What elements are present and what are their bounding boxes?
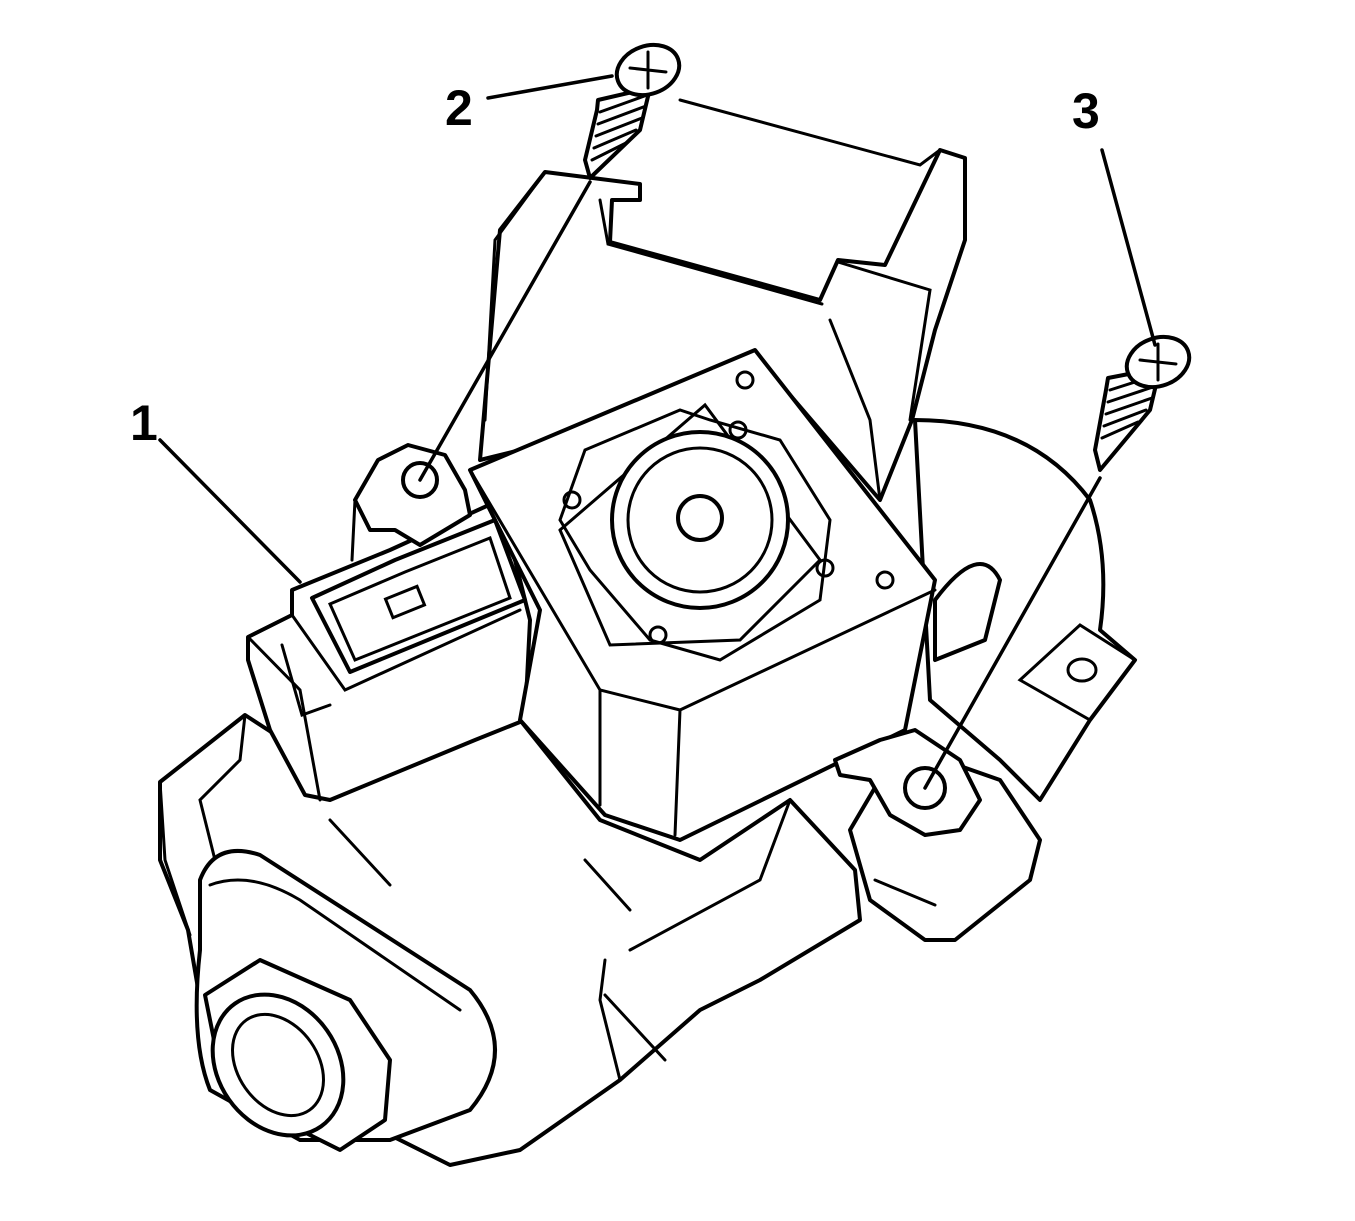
alignment-line-upper: [418, 180, 592, 482]
callout-1: 1: [130, 395, 158, 451]
upper-screw: [583, 42, 682, 180]
leader-line-3: [1100, 148, 1157, 347]
cover-block: [468, 348, 937, 842]
lock-cylinder: [194, 848, 497, 1152]
callout-3: 3: [1072, 83, 1100, 139]
alignment-line-lower: [923, 476, 1102, 790]
callouts: 1 2 3: [130, 80, 1100, 451]
connector-module: [246, 443, 532, 802]
leader-lines: [158, 74, 1157, 790]
leader-line-2: [486, 74, 614, 100]
callout-2: 2: [445, 80, 473, 136]
lower-screw: [1093, 334, 1192, 472]
leader-line-1: [158, 438, 302, 584]
